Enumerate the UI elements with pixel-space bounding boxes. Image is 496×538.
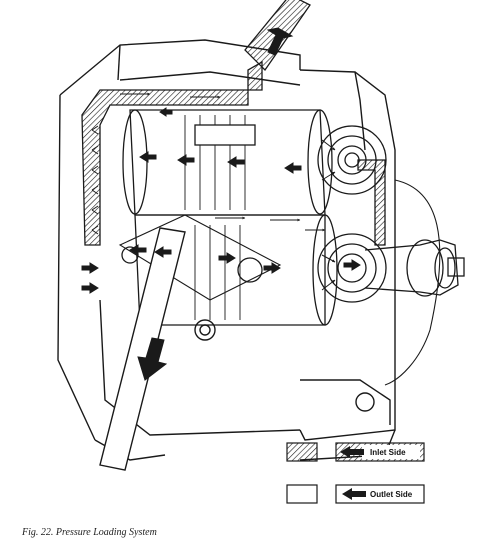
- outlet-flow-arrow: [137, 337, 168, 381]
- flow-arrow: [263, 262, 281, 274]
- outlet-legend-label: Outlet Side: [370, 490, 413, 499]
- flow-arrow: [284, 162, 302, 174]
- legend-inlet: Inlet Side: [286, 442, 425, 462]
- inlet-swatch: [286, 442, 318, 462]
- legend: Inlet Side Outlet Side: [286, 442, 425, 504]
- drive-gear: [122, 109, 333, 216]
- left-loop-chevrons: [91, 125, 99, 235]
- legend-outlet: Outlet Side: [286, 484, 425, 504]
- figure-caption: Fig. 22. Pressure Loading System: [22, 527, 157, 538]
- driven-gear: [118, 214, 338, 326]
- flow-arrow: [218, 252, 236, 264]
- flow-arrow: [227, 156, 245, 168]
- flow-lines: [120, 92, 336, 291]
- drive-shaft: [364, 179, 465, 386]
- outlet-pipe: [99, 227, 186, 471]
- flow-arrow: [81, 282, 99, 294]
- inlet-legend-arrow: [340, 446, 364, 458]
- inlet-flow-arrow: [266, 27, 294, 56]
- flow-arrow: [154, 246, 172, 258]
- outlet-swatch: [286, 484, 318, 504]
- flow-arrow: [81, 262, 99, 274]
- flow-arrow: [139, 151, 157, 163]
- flow-arrow: [343, 259, 361, 271]
- flow-arrow: [177, 154, 195, 166]
- flow-arrow: [129, 244, 147, 256]
- flow-arrows: [81, 27, 361, 381]
- outlet-legend-arrow: [342, 488, 366, 500]
- inlet-legend-label: Inlet Side: [370, 448, 406, 457]
- outlet-arrow-box: [335, 484, 425, 504]
- flow-arrow: [159, 107, 173, 117]
- lower-shaft-end: [317, 233, 387, 303]
